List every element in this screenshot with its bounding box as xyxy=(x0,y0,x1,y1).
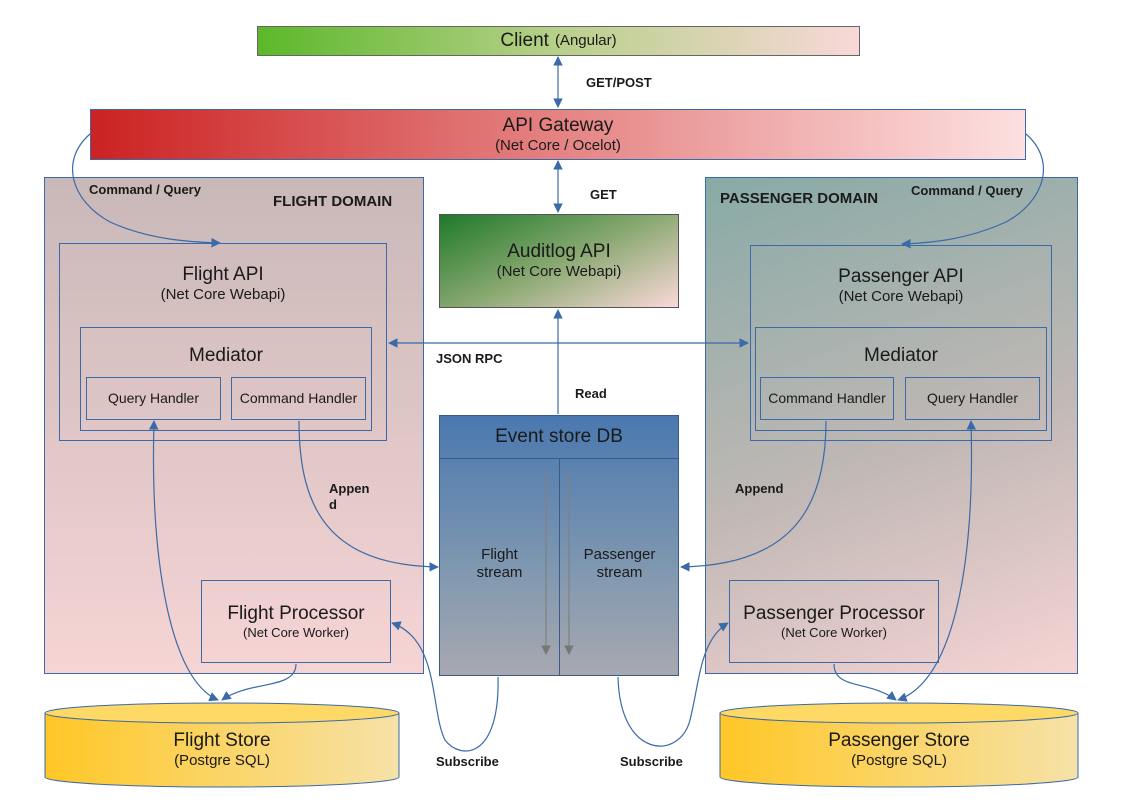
flight-mediator-box: Mediator xyxy=(80,327,372,431)
passenger-processor-title: Passenger Processor xyxy=(743,602,925,624)
read-label: Read xyxy=(575,386,607,401)
passenger-processor-subtitle: (Net Core Worker) xyxy=(781,624,887,640)
passenger-store-cylinder xyxy=(719,702,1079,788)
client-subtitle: (Angular) xyxy=(554,32,617,49)
gateway-subtitle: (Net Core / Ocelot) xyxy=(495,136,621,154)
json-rpc-label: JSON RPC xyxy=(436,351,503,366)
flight-query-store-arrow xyxy=(148,420,219,702)
append-left-label-2: d xyxy=(329,497,337,512)
stream-divider xyxy=(559,458,560,676)
flight-store-cylinder xyxy=(44,702,400,788)
command-query-left-label: Command / Query xyxy=(89,182,201,197)
subscribe-left-arrow xyxy=(391,621,499,752)
passenger-stream-label: Passenger stream xyxy=(583,546,656,581)
passenger-processor-store-arrow xyxy=(833,663,897,701)
flight-mediator-title: Mediator xyxy=(189,345,263,366)
subscribe-left-label: Subscribe xyxy=(436,754,499,769)
flight-processor-box: Flight Processor (Net Core Worker) xyxy=(201,580,391,663)
auditlog-title: Auditlog API xyxy=(507,241,611,262)
passenger-api-title: Passenger API xyxy=(838,266,964,287)
gateway-title: API Gateway xyxy=(502,114,614,136)
flight-stream-label: Flight stream xyxy=(476,546,523,581)
passenger-api-subtitle: (Net Core Webapi) xyxy=(838,288,964,305)
command-query-right-arrow xyxy=(901,133,1044,249)
passenger-query-handler-label: Query Handler xyxy=(926,390,1019,406)
passenger-store-title: Passenger Store xyxy=(828,730,970,751)
append-left-label-1: Appen xyxy=(329,481,370,496)
append-right-label: Append xyxy=(735,481,784,496)
passenger-mediator-title: Mediator xyxy=(864,345,938,366)
passenger-query-handler-box: Query Handler xyxy=(905,377,1040,420)
flight-command-handler-box: Command Handler xyxy=(231,377,366,420)
api-gateway-box: API Gateway (Net Core / Ocelot) xyxy=(90,109,1026,160)
passenger-domain-container xyxy=(705,177,1078,674)
client-title: Client xyxy=(500,30,549,51)
flight-api-title: Flight API xyxy=(182,264,264,285)
subscribe-right-label: Subscribe xyxy=(620,754,683,769)
auditlog-subtitle: (Net Core Webapi) xyxy=(496,263,622,280)
append-right-arrow xyxy=(680,420,827,572)
passenger-command-handler-box: Command Handler xyxy=(760,377,894,420)
passenger-processor-box: Passenger Processor (Net Core Worker) xyxy=(729,580,939,663)
event-store-title: Event store DB xyxy=(495,426,623,447)
passenger-query-store-arrow xyxy=(897,420,977,702)
passenger-domain-title: PASSENGER DOMAIN xyxy=(720,190,879,207)
get-label: GET xyxy=(590,187,617,202)
subscribe-right-arrow xyxy=(617,622,729,747)
flight-query-handler-label: Query Handler xyxy=(107,390,200,406)
flight-domain-container xyxy=(44,177,424,674)
flight-api-subtitle: (Net Core Webapi) xyxy=(160,286,286,303)
passenger-store-label: Passenger Store (Postgre SQL) xyxy=(719,730,1079,770)
command-query-left-arrow xyxy=(72,133,221,248)
flight-query-handler-box: Query Handler xyxy=(86,377,221,420)
passenger-command-handler-label: Command Handler xyxy=(768,390,886,406)
flight-domain-title: FLIGHT DOMAIN xyxy=(273,193,393,210)
get-post-label: GET/POST xyxy=(586,75,652,90)
command-query-right-label: Command / Query xyxy=(911,183,1023,198)
event-store-db: Event store DB Flight stream Passenger s… xyxy=(439,415,679,676)
passenger-api-box: Passenger API (Net Core Webapi) xyxy=(750,245,1052,441)
flight-api-box: Flight API (Net Core Webapi) xyxy=(59,243,387,441)
flight-processor-store-arrow xyxy=(221,663,297,701)
client-box: Client (Angular) xyxy=(257,26,860,56)
flight-processor-title: Flight Processor xyxy=(227,602,365,624)
flight-processor-subtitle: (Net Core Worker) xyxy=(243,624,349,640)
flight-store-title: Flight Store xyxy=(173,730,271,751)
auditlog-api-box: Auditlog API (Net Core Webapi) xyxy=(439,214,679,308)
flight-store-subtitle: (Postgre SQL) xyxy=(174,752,270,769)
append-left-arrow xyxy=(298,420,439,572)
passenger-store-subtitle: (Postgre SQL) xyxy=(851,752,947,769)
flight-command-handler-label: Command Handler xyxy=(239,390,358,406)
flight-store-label: Flight Store (Postgre SQL) xyxy=(44,730,400,770)
